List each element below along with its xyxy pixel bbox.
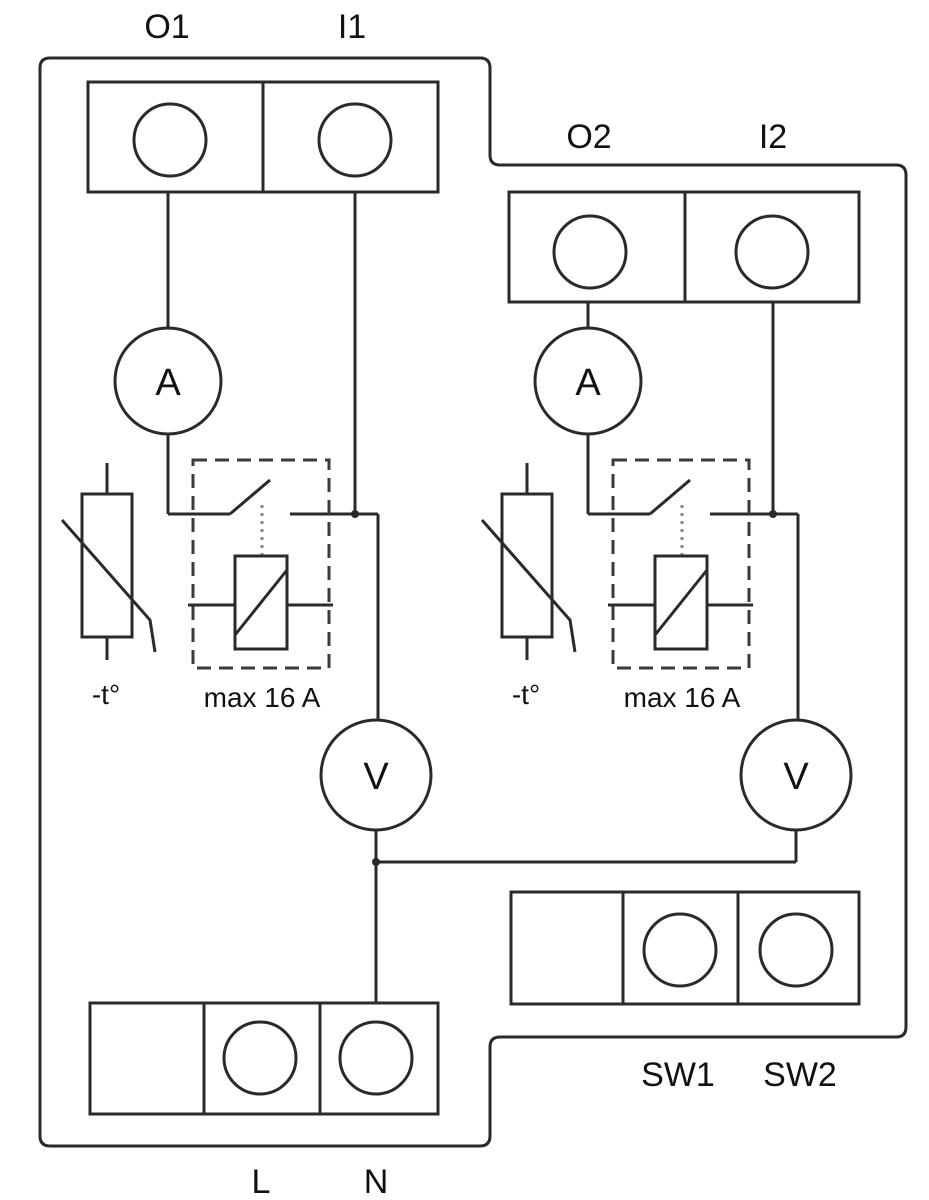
housing-outline <box>38 56 908 1148</box>
relay-2-housing <box>611 458 751 670</box>
terminal-block-o1-i1 <box>86 80 440 194</box>
terminal-label-n: N <box>364 1163 389 1200</box>
relay-2-rating: max 16 A <box>624 682 741 713</box>
thermistor-2-label: -t° <box>512 679 540 710</box>
junction-2 <box>769 510 777 518</box>
terminal-n <box>338 1020 414 1096</box>
terminal-label-l: L <box>252 1163 271 1200</box>
voltmeter-2-label: V <box>783 756 809 798</box>
terminal-label-i2: I2 <box>759 118 787 156</box>
terminal-l <box>222 1020 298 1096</box>
channel-1-wiring: A max 16 A V <box>113 192 433 1003</box>
terminal-sw1 <box>642 912 718 988</box>
terminal-block-o2-i2 <box>507 190 861 304</box>
terminal-label-i1: I1 <box>338 8 366 46</box>
junction-3 <box>372 858 380 866</box>
channel-2-wiring: A max 16 A V <box>372 302 853 866</box>
ammeter-1-label: A <box>155 362 181 404</box>
ammeter-2-label: A <box>575 362 601 404</box>
terminal-label-o1: O1 <box>144 8 189 46</box>
relay-1-housing <box>191 458 331 670</box>
voltmeter-1-label: V <box>363 756 389 798</box>
thermistor-2: -t° <box>480 463 577 710</box>
relay-1-switch-contact <box>229 478 271 516</box>
terminal-sw2 <box>758 912 834 988</box>
terminal-block-ln <box>88 1001 440 1116</box>
relay-2-switch-contact <box>649 478 691 516</box>
thermistor-1: -t° <box>60 463 157 710</box>
relay-2-coil <box>653 554 709 651</box>
terminal-label-sw2: SW2 <box>763 1056 837 1094</box>
terminal-label-sw1: SW1 <box>641 1056 715 1094</box>
thermistor-1-label: -t° <box>92 679 120 710</box>
terminal-o1 <box>132 102 208 178</box>
terminal-label-o2: O2 <box>566 118 611 156</box>
terminal-block-sw <box>509 890 861 1006</box>
relay-1-rating: max 16 A <box>204 682 321 713</box>
terminal-i1 <box>317 102 393 178</box>
terminal-o2 <box>552 214 628 290</box>
terminal-i2 <box>734 214 810 290</box>
junction-1 <box>351 510 359 518</box>
